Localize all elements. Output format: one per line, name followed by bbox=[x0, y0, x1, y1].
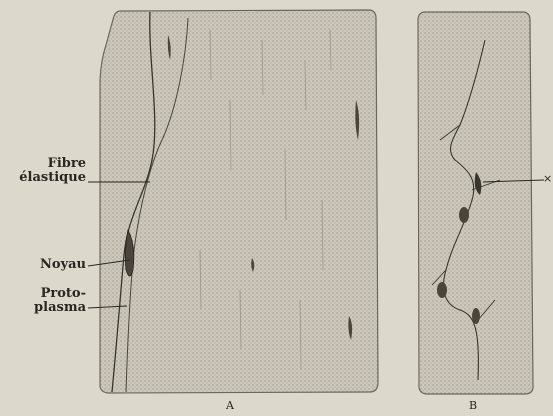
cell-body-b bbox=[472, 308, 480, 324]
label-fibre-line1: Fibre bbox=[6, 157, 86, 171]
label-noyau: Noyau bbox=[6, 258, 86, 272]
label-right-pointer: × bbox=[543, 172, 552, 185]
label-protoplasma: Proto- plasma bbox=[6, 287, 86, 315]
panel-a-outline bbox=[100, 10, 378, 393]
label-fibre-line2: élastique bbox=[6, 171, 86, 185]
label-proto-line2: plasma bbox=[6, 301, 86, 315]
panel-b-outline bbox=[418, 12, 533, 394]
label-noyau-text: Noyau bbox=[6, 258, 86, 272]
label-proto-line1: Proto- bbox=[6, 287, 86, 301]
caption-panel-b: B bbox=[469, 399, 477, 412]
cell-body-b bbox=[459, 207, 469, 223]
panel-a bbox=[100, 10, 378, 393]
cell-body-b bbox=[437, 282, 447, 298]
caption-panel-a: A bbox=[226, 399, 234, 412]
label-fibre-elastique: Fibre élastique bbox=[6, 157, 86, 185]
panel-b bbox=[418, 12, 533, 394]
